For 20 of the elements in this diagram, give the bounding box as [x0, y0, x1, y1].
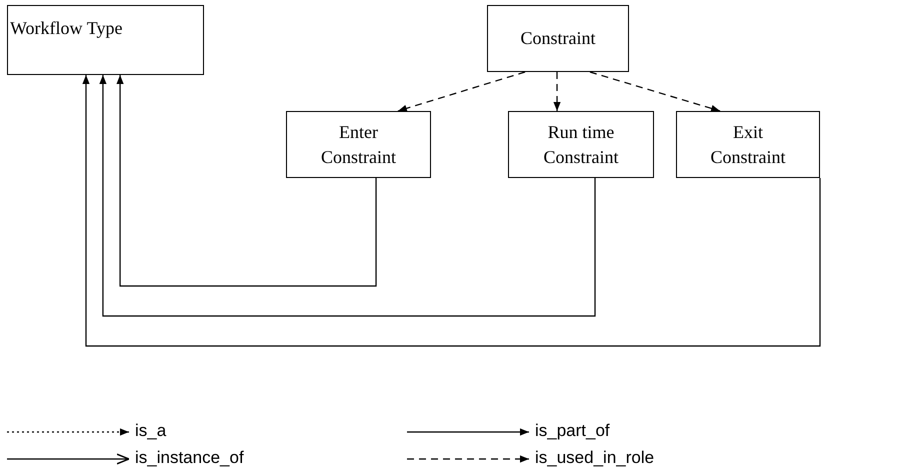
entity-label: Workflow Type [10, 17, 122, 40]
arrow [99, 75, 596, 317]
legend-label: is_used_in_role [535, 448, 654, 468]
legend-label: is_instance_of [135, 448, 244, 468]
entity-label: Exit Constraint [710, 121, 786, 168]
arrow [398, 71, 526, 112]
arrow [116, 75, 377, 287]
legend-label: is_a [135, 421, 166, 441]
arrow [553, 72, 561, 111]
arrow [590, 71, 720, 112]
arrow [82, 75, 821, 347]
entity-label: Constraint [520, 27, 596, 50]
entity-box [487, 5, 629, 72]
entity-label: Enter Constraint [320, 121, 397, 168]
entity-box [508, 111, 654, 178]
entity-label: Run time Constraint [542, 121, 620, 168]
legend-label: is_part_of [535, 421, 610, 441]
entity-box [286, 111, 431, 178]
entity-box [7, 5, 204, 75]
entity-box [676, 111, 820, 178]
